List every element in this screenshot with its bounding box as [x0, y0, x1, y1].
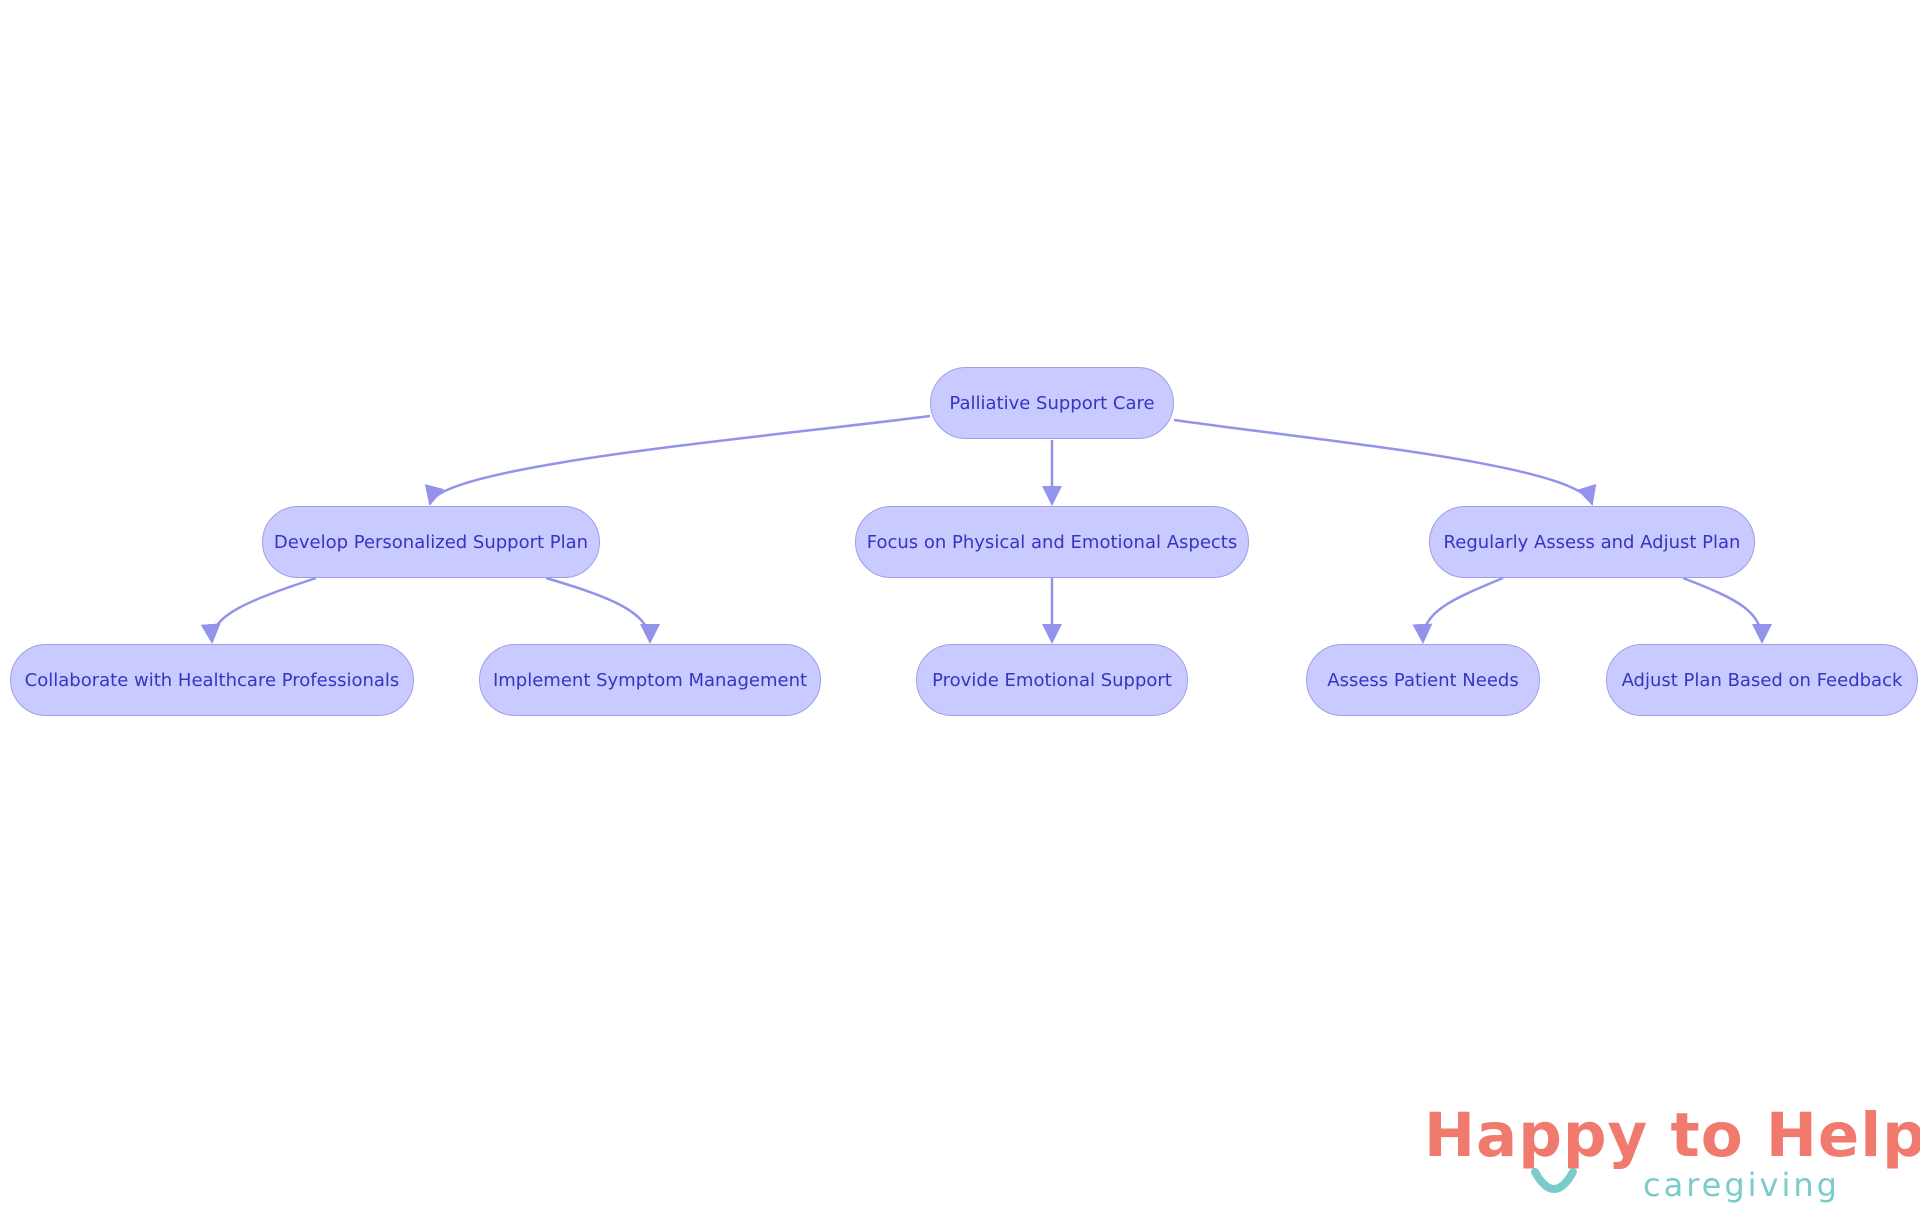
node-provide-emotional-support: Provide Emotional Support [916, 644, 1188, 716]
node-assess-patient-needs: Assess Patient Needs [1306, 644, 1540, 716]
node-implement-symptom-management: Implement Symptom Management [479, 644, 821, 716]
edge-plan-symptom [545, 576, 660, 644]
edge-root-plan [424, 414, 931, 506]
edge-assess-adjust [1682, 576, 1772, 644]
logo-subtitle: caregiving [1643, 1166, 1840, 1204]
logo-title: Happy to Help [1424, 1100, 1920, 1171]
node-adjust-plan-based-on-feedback: Adjust Plan Based on Feedback [1606, 644, 1918, 716]
logo-smile-icon [1531, 1168, 1577, 1193]
node-collaborate-healthcare-professionals: Collaborate with Healthcare Professional… [10, 644, 414, 716]
node-focus-physical-emotional-aspects: Focus on Physical and Emotional Aspects [855, 506, 1249, 578]
edge-root-assess [1173, 418, 1597, 506]
node-regularly-assess-adjust-plan: Regularly Assess and Adjust Plan [1429, 506, 1755, 578]
node-develop-personalized-support-plan: Develop Personalized Support Plan [262, 506, 600, 578]
edge-assess-needs [1412, 576, 1504, 644]
edge-plan-collab [200, 576, 317, 644]
node-palliative-support-care: Palliative Support Care [930, 367, 1174, 439]
